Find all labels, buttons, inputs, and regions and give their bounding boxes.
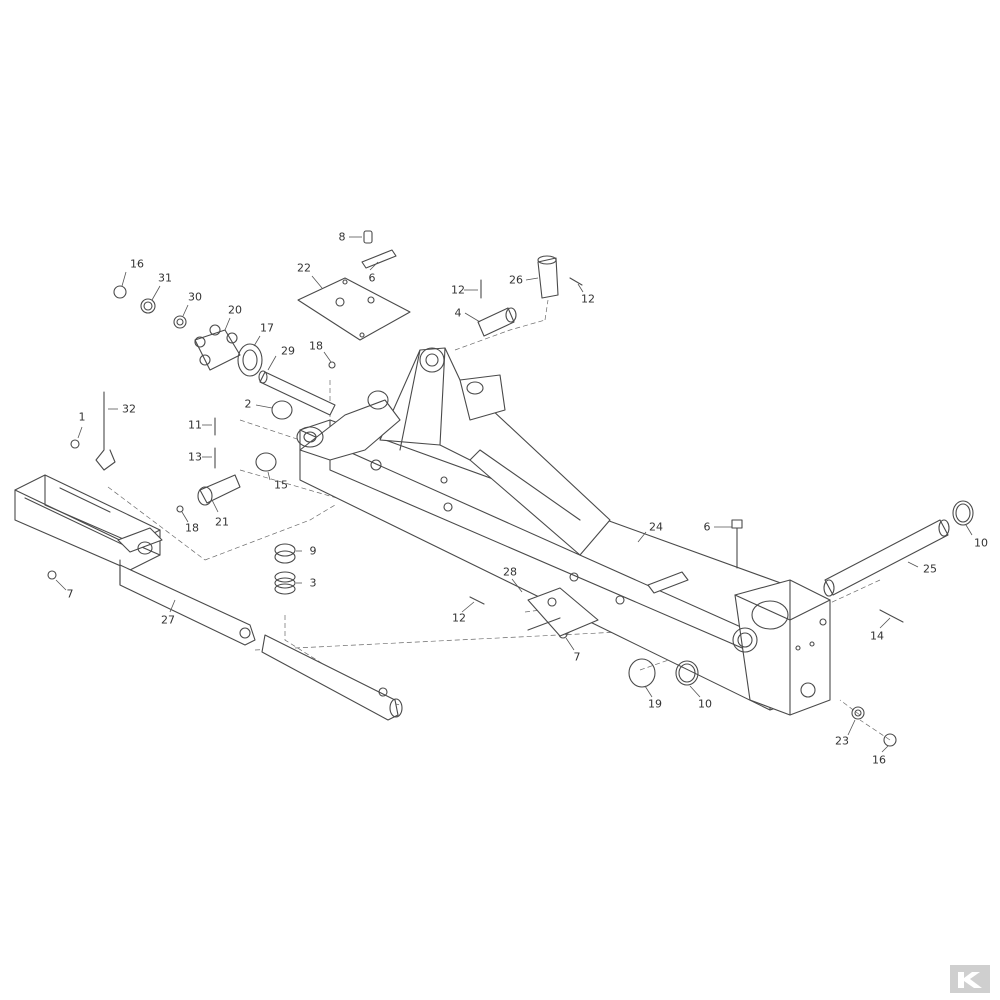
callout-label: 12 xyxy=(451,284,465,297)
callout-label: 19 xyxy=(648,698,662,711)
callout-label: 17 xyxy=(260,322,274,335)
callout-label: 32 xyxy=(122,403,136,416)
callout-label: 3 xyxy=(310,577,317,590)
callout-label: 13 xyxy=(188,451,202,464)
callout-label: 6 xyxy=(369,272,376,285)
main-frame-beam xyxy=(299,419,831,716)
callout-label: 29 xyxy=(281,345,295,358)
lower-tube xyxy=(261,634,403,721)
callout-label: 28 xyxy=(503,566,517,579)
callout-label: 25 xyxy=(923,563,937,576)
callout-label: 22 xyxy=(297,262,311,275)
callout-label: 16 xyxy=(872,754,886,767)
brand-logo-icon xyxy=(950,965,990,993)
callout-label: 24 xyxy=(649,521,663,534)
callout-label: 16 xyxy=(130,258,144,271)
callout-label: 10 xyxy=(698,698,712,711)
callout-label: 2 xyxy=(245,398,252,411)
top-plate xyxy=(297,277,411,341)
callout-label: 30 xyxy=(188,291,202,304)
callout-label: 4 xyxy=(455,307,462,320)
callout-label: 18 xyxy=(309,340,323,353)
callout-label: 7 xyxy=(574,651,581,664)
callout-label: 7 xyxy=(67,588,74,601)
upright-tower xyxy=(296,347,611,556)
callout-label: 1 xyxy=(79,411,86,424)
callouts: 16 31 30 20 17 29 18 2 11 13 15 21 18 9 … xyxy=(55,231,988,767)
callout-label: 12 xyxy=(452,612,466,625)
callout-label: 9 xyxy=(310,545,317,558)
callout-label: 18 xyxy=(185,522,199,535)
callout-label: 11 xyxy=(188,419,202,432)
callout-label: 14 xyxy=(870,630,884,643)
callout-label: 15 xyxy=(274,479,288,492)
drawbar xyxy=(14,474,256,646)
callout-label: 27 xyxy=(161,614,175,627)
callout-label: 20 xyxy=(228,304,242,317)
callout-label: 26 xyxy=(509,274,523,287)
small-parts xyxy=(47,230,974,747)
callout-16a: 16 xyxy=(130,258,144,271)
callout-label: 21 xyxy=(215,516,229,529)
callout-label: 23 xyxy=(835,735,849,748)
callout-label: 31 xyxy=(158,272,172,285)
callout-label: 6 xyxy=(704,521,711,534)
callout-label: 10 xyxy=(974,537,988,550)
callout-label: 12 xyxy=(581,293,595,306)
callout-label: 8 xyxy=(339,231,346,244)
